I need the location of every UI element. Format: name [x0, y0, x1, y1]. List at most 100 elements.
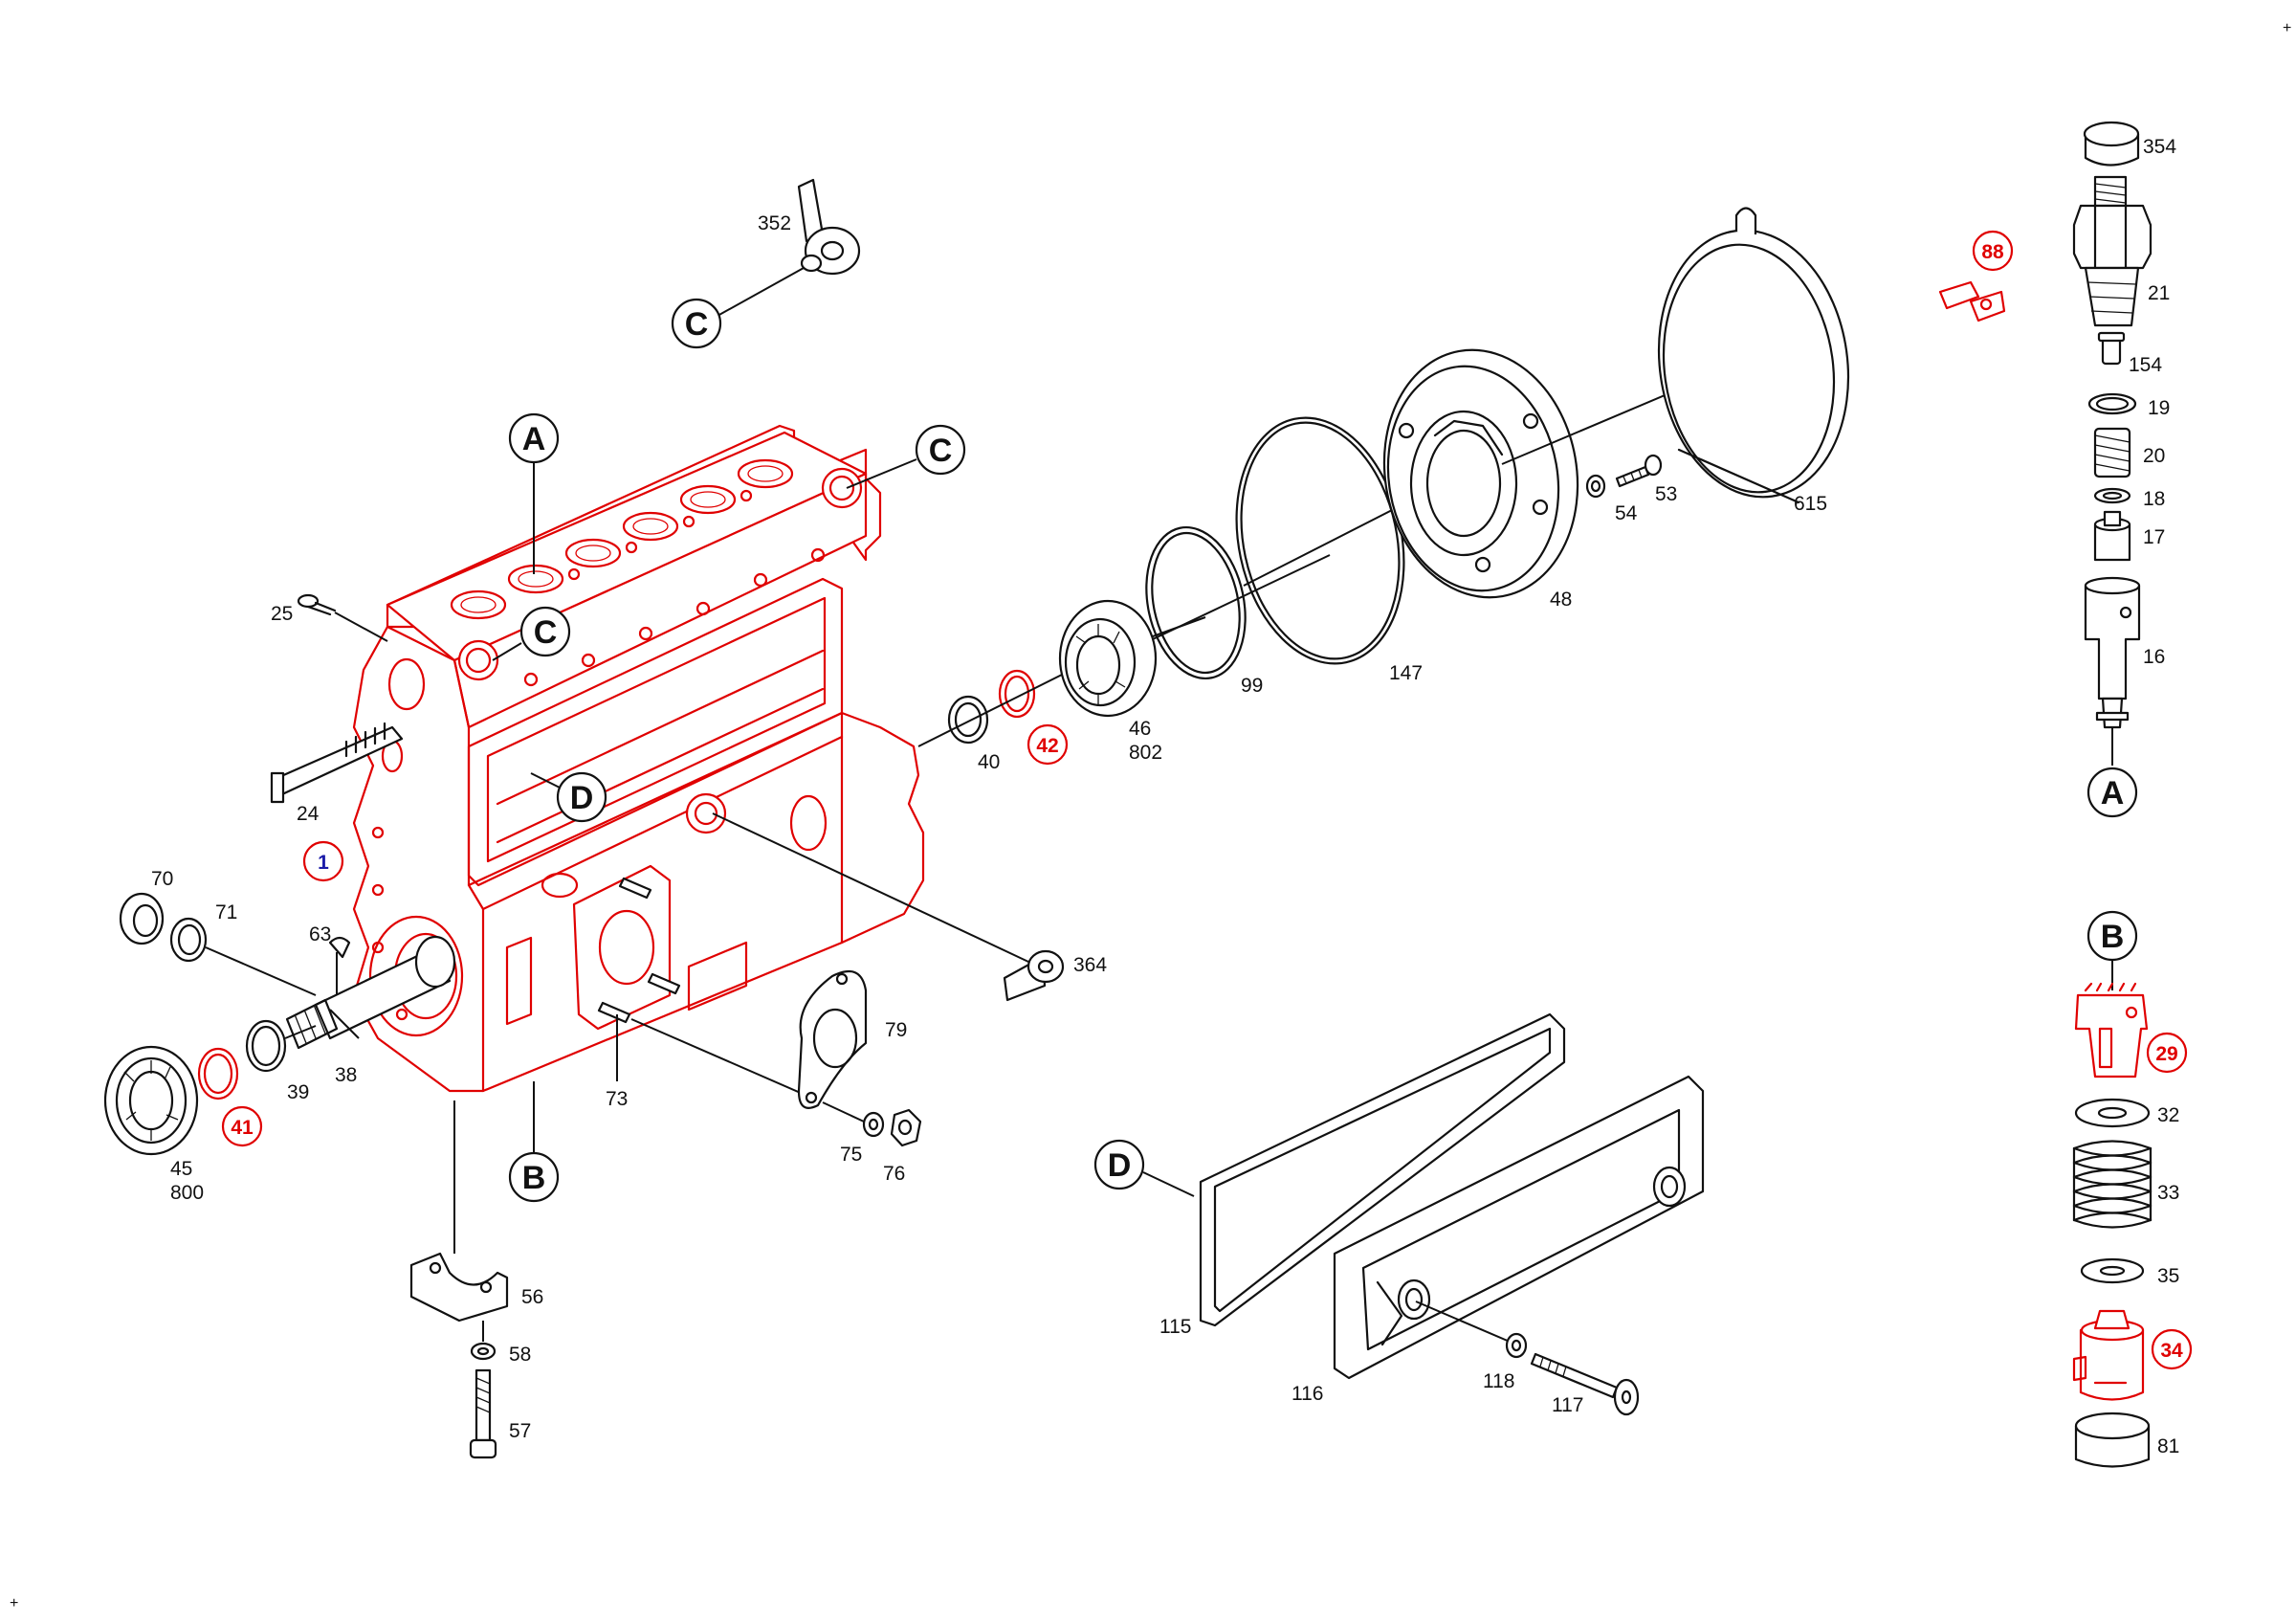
- control-rod[interactable]: [270, 722, 404, 804]
- label-117: 117: [1552, 1394, 1583, 1416]
- plunger-16[interactable]: [2084, 576, 2141, 766]
- label-57: 57: [509, 1420, 531, 1442]
- bearing-left[interactable]: [103, 1045, 199, 1156]
- tappet-34[interactable]: [2072, 1309, 2145, 1401]
- label-45: 45: [170, 1158, 192, 1180]
- end-cover-48[interactable]: [1365, 335, 1597, 613]
- label-56: 56: [521, 1286, 543, 1308]
- bracket-56[interactable]: [409, 1101, 509, 1323]
- label-70: 70: [151, 868, 173, 890]
- label-39: 39: [287, 1081, 309, 1103]
- svg-text:A: A: [2101, 775, 2125, 812]
- shim-18[interactable]: [2093, 487, 2131, 504]
- nut-76[interactable]: [890, 1108, 922, 1147]
- label-99: 99: [1241, 675, 1263, 697]
- pump-housing[interactable]: [352, 424, 925, 1093]
- label-116: 116: [1292, 1383, 1323, 1405]
- label-58: 58: [509, 1344, 531, 1366]
- svg-text:C: C: [685, 306, 709, 343]
- retaining-clip-88[interactable]: [1938, 280, 2006, 322]
- seal-ring-19[interactable]: [2087, 392, 2137, 415]
- flange-79[interactable]: [797, 969, 868, 1109]
- washer-54[interactable]: [1585, 474, 1606, 499]
- label-40: 40: [978, 751, 1000, 773]
- valve-seat-17[interactable]: [2093, 510, 2131, 562]
- gasket-115[interactable]: [1199, 1012, 1566, 1327]
- label-147: 147: [1389, 662, 1423, 684]
- washer-118[interactable]: [1505, 1332, 1528, 1359]
- lock-tab-364[interactable]: [712, 812, 1065, 1002]
- callout-C-right[interactable]: C: [846, 424, 966, 489]
- woodruff-key[interactable]: [328, 936, 351, 995]
- label-71: 71: [215, 901, 237, 923]
- callout-B-bottom[interactable]: B: [508, 1081, 560, 1203]
- cover-plate-116[interactable]: [1333, 1075, 1705, 1380]
- label-1-ring: [302, 840, 344, 882]
- callout-B-right[interactable]: B: [2086, 910, 2138, 962]
- label-802: 802: [1129, 742, 1162, 764]
- callout-A-top[interactable]: A: [508, 412, 560, 574]
- ring-40[interactable]: [947, 695, 989, 745]
- bearing-right[interactable]: [1058, 599, 1206, 718]
- part-labels: 1 16 17 18 19 20 21 24 25 29 32 33 34 35…: [151, 136, 2193, 1457]
- svg-text:D: D: [1108, 1147, 1132, 1184]
- label-17: 17: [2143, 526, 2165, 548]
- label-16: 16: [2143, 646, 2165, 668]
- delivery-valve-holder-21[interactable]: [2072, 175, 2152, 327]
- delivery-valve-154[interactable]: [2097, 331, 2126, 366]
- screw-25[interactable]: [297, 593, 388, 642]
- callout-D-housing[interactable]: D: [530, 771, 607, 823]
- label-53: 53: [1655, 483, 1677, 505]
- seal-ring-39[interactable]: [245, 1019, 317, 1073]
- label-24: 24: [297, 803, 320, 825]
- control-sleeve-29[interactable]: [2074, 982, 2149, 1078]
- label-76: 76: [883, 1163, 905, 1185]
- label-48: 48: [1550, 589, 1572, 611]
- label-35: 35: [2157, 1265, 2179, 1287]
- lock-tab-352[interactable]: [717, 178, 861, 317]
- label-29-ring: [2146, 1032, 2188, 1074]
- callout-C-front[interactable]: C: [492, 606, 571, 661]
- spring-seat-32[interactable]: [2074, 1098, 2151, 1128]
- ring-42[interactable]: [998, 669, 1036, 719]
- label-41: 41: [231, 1117, 254, 1139]
- svg-text:D: D: [570, 780, 594, 816]
- end-plug[interactable]: [119, 892, 317, 996]
- o-ring-99[interactable]: [1133, 518, 1258, 687]
- label-42: 42: [1036, 735, 1058, 757]
- corner-mark-bottom: +: [10, 1595, 18, 1612]
- studs-73[interactable]: [597, 877, 819, 1101]
- spring-seat-35[interactable]: [2080, 1257, 2145, 1284]
- label-46: 46: [1129, 718, 1151, 740]
- label-75: 75: [840, 1144, 862, 1166]
- plunger-spring-33[interactable]: [2072, 1140, 2152, 1229]
- svg-text:C: C: [534, 614, 558, 651]
- label-32: 32: [2157, 1104, 2179, 1126]
- callout-C-top[interactable]: C: [671, 298, 722, 349]
- cover-615[interactable]: [1642, 207, 1865, 510]
- label-33: 33: [2157, 1182, 2179, 1204]
- spring-20[interactable]: [2093, 427, 2131, 478]
- seal-ring-41[interactable]: [197, 1047, 239, 1101]
- label-354: 354: [2143, 136, 2176, 158]
- svg-text:A: A: [522, 421, 546, 457]
- washer-75[interactable]: [822, 1101, 885, 1138]
- screw-117[interactable]: [1530, 1352, 1640, 1416]
- callout-A-right[interactable]: A: [2086, 767, 2138, 818]
- label-41-ring: [221, 1105, 263, 1147]
- label-81: 81: [2157, 1435, 2179, 1457]
- screw-57[interactable]: [469, 1368, 497, 1459]
- screw-53[interactable]: [1615, 454, 1663, 488]
- callout-D-cover[interactable]: D: [1093, 1139, 1195, 1197]
- valve-cap-354[interactable]: [2083, 121, 2140, 167]
- camshaft[interactable]: [285, 935, 456, 1050]
- label-21: 21: [2148, 282, 2170, 304]
- svg-text:B: B: [2101, 919, 2125, 955]
- label-20: 20: [2143, 445, 2165, 467]
- washer-58[interactable]: [470, 1321, 497, 1361]
- label-115: 115: [1159, 1316, 1191, 1338]
- label-88: 88: [1981, 241, 2004, 263]
- roller-81[interactable]: [2074, 1412, 2151, 1468]
- label-38: 38: [335, 1064, 357, 1086]
- housing-screw-heads: [523, 489, 826, 687]
